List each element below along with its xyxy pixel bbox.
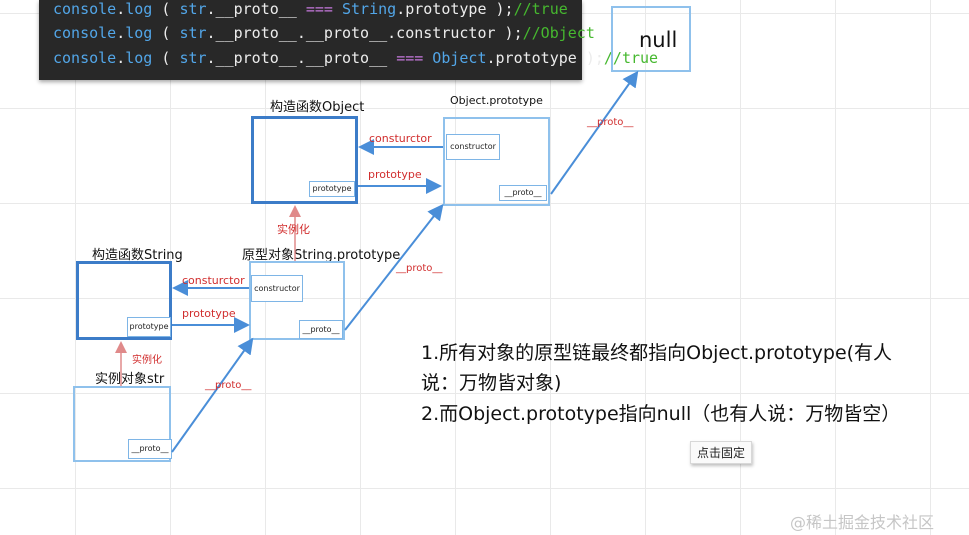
watermark: @稀土掘金技术社区	[790, 513, 935, 532]
pin-button[interactable]: 点击固定	[690, 441, 753, 464]
code-block: console.log ( str.__proto__ === String.p…	[39, 0, 658, 80]
instance-title: 实例对象str	[95, 372, 165, 387]
object-prototype-title: Object.prototype	[450, 94, 543, 107]
object-prototype-node	[443, 117, 550, 206]
object-ctor-prototype-tag: prototype	[309, 181, 355, 197]
label-prototype-top: prototype	[368, 168, 422, 181]
instance-str-node	[73, 386, 171, 462]
label-proto-1: __proto__	[205, 380, 252, 391]
arrow-proto-string	[344, 203, 444, 331]
string-prototype-title: 原型对象String.prototype	[242, 248, 401, 263]
object-constructor-node	[251, 116, 358, 204]
object-proto-constructor-tag: constructor	[446, 134, 500, 160]
label-proto-2: __proto__	[396, 263, 443, 274]
label-consturctor-top: consturctor	[369, 132, 432, 145]
label-consturctor-mid: consturctor	[182, 274, 245, 287]
note-line-1: 1.所有对象的原型链最终都指向Object.prototype(有人	[421, 342, 893, 364]
string-constructor-title: 构造函数String	[92, 248, 183, 263]
label-prototype-mid: prototype	[182, 307, 236, 320]
object-proto-proto-tag: __proto__	[499, 185, 547, 201]
note-line-2: 说：万物皆对象)	[421, 372, 562, 394]
string-proto-constructor-tag: constructor	[251, 275, 303, 302]
string-proto-proto-tag: __proto__	[299, 320, 343, 339]
label-instantiate-top: 实例化	[277, 223, 310, 236]
null-label: null	[639, 28, 678, 52]
arrow-proto-instance	[171, 337, 254, 453]
string-ctor-prototype-tag: prototype	[127, 317, 171, 337]
label-instantiate-bottom: 实例化	[132, 355, 162, 366]
string-constructor-node	[76, 261, 172, 340]
string-prototype-node	[249, 261, 345, 340]
code-line-1: console.log ( str.__proto__ === String.p…	[53, 0, 568, 18]
code-line-2: console.log ( str.__proto__.__proto__.co…	[53, 24, 595, 42]
arrow-proto-object	[550, 70, 639, 195]
note-line-3: 2.而Object.prototype指向null（也有人说：万物皆空）	[421, 403, 901, 425]
instance-proto-tag: __proto__	[128, 439, 172, 459]
null-node: null	[611, 6, 691, 72]
label-proto-3: __proto__	[587, 117, 634, 128]
object-constructor-title: 构造函数Object	[270, 100, 365, 115]
code-line-3: console.log ( str.__proto__.__proto__ ==…	[53, 49, 659, 67]
